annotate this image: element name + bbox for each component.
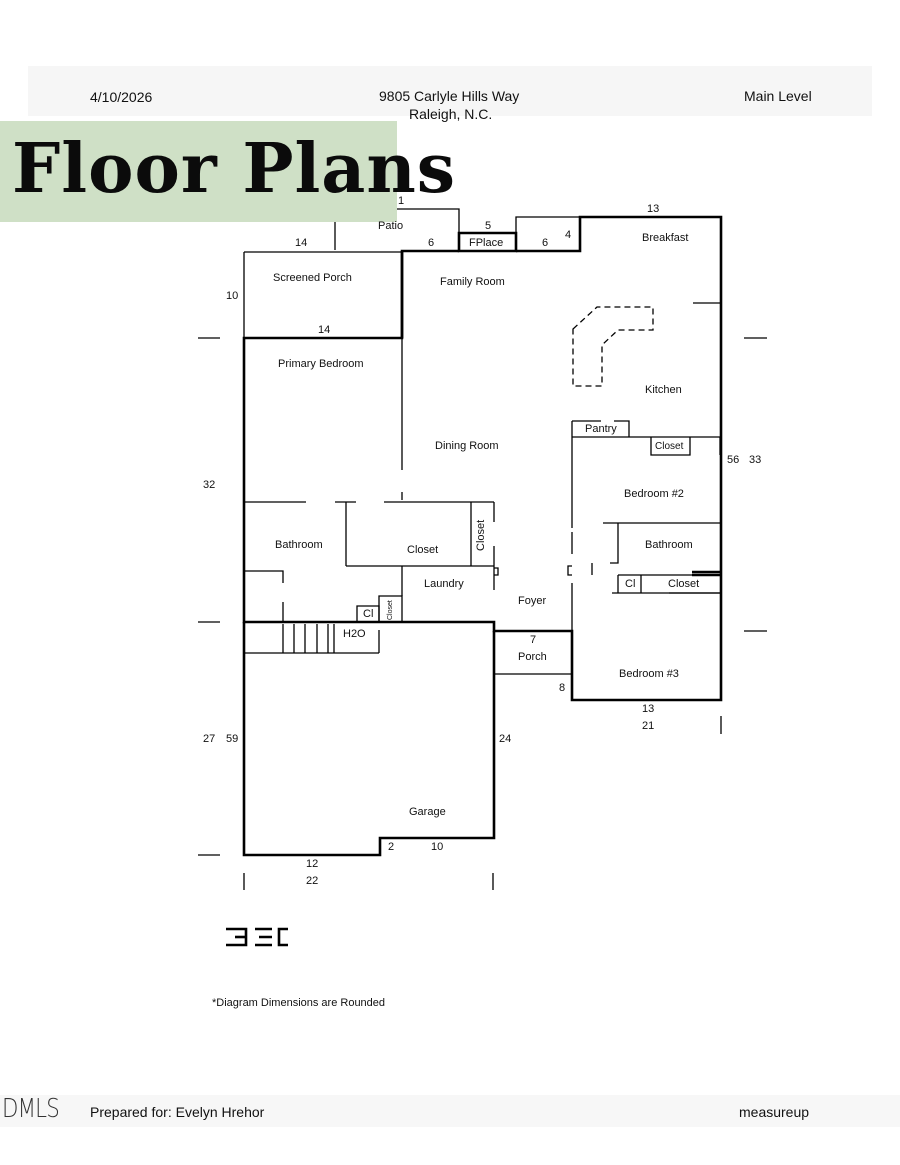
header-level: Main Level [744, 88, 812, 104]
dimension-10-bottom: 10 [431, 841, 444, 853]
room-label-bedroom-3: Bedroom #3 [619, 668, 679, 680]
header-address-line1: 9805 Carlyle Hills Way [379, 88, 520, 104]
room-label-kitchen-closet: Closet [655, 441, 684, 452]
dimension-10-left: 10 [226, 290, 239, 302]
thin-walls [198, 208, 767, 890]
kitchen-island [572, 306, 654, 387]
prepared-for-text: Prepared for: Evelyn Hrehor [90, 1104, 265, 1120]
room-label-bedroom-2: Bedroom #2 [624, 488, 684, 500]
room-label-foyer: Foyer [518, 595, 547, 607]
dimension-5: 5 [485, 220, 492, 232]
room-label-primary-bedroom: Primary Bedroom [278, 358, 364, 370]
dec-logo [226, 927, 288, 947]
room-label-bathroom-left: Bathroom [275, 539, 323, 551]
dimension-56: 56 [727, 454, 740, 466]
room-label-kitchen: Kitchen [645, 384, 682, 396]
room-label-screened-porch: Screened Porch [273, 272, 352, 284]
room-label-cl-left: Cl [363, 608, 374, 620]
room-label-closet-vertical: Closet [475, 519, 487, 551]
brand-text: measureup [739, 1104, 810, 1120]
dimension-27: 27 [203, 733, 216, 745]
dimension-2: 2 [388, 841, 395, 853]
dimension-12: 12 [306, 858, 319, 870]
dimension-4: 4 [565, 229, 572, 241]
dimension-33: 33 [749, 454, 762, 466]
dimension-8: 8 [559, 682, 566, 694]
dimension-14-mid: 14 [318, 324, 331, 336]
room-label-patio: Patio [378, 220, 404, 232]
dimension-14-top: 14 [295, 237, 308, 249]
room-label-closet-small: Closet [387, 600, 394, 620]
dimension-13-top: 13 [647, 203, 660, 215]
header-address-line2: Raleigh, N.C. [409, 106, 493, 122]
dimension-6-a: 6 [428, 237, 435, 249]
room-label-pantry: Pantry [585, 423, 617, 435]
dimension-22: 22 [306, 875, 319, 887]
room-label-fplace: FPlace [469, 237, 504, 249]
room-label-h2o: H2O [343, 628, 366, 640]
floor-plans-banner [0, 121, 397, 222]
room-label-garage: Garage [409, 806, 446, 818]
dimension-6-b: 6 [542, 237, 549, 249]
room-label-cl-right: Cl [625, 578, 636, 590]
dimension-24: 24 [499, 733, 512, 745]
dimension-59: 59 [226, 733, 239, 745]
dimension-13-bottom: 13 [642, 703, 655, 715]
room-label-family-room: Family Room [440, 276, 505, 288]
room-label-closet-main: Closet [407, 544, 439, 556]
dimension-7: 7 [530, 634, 537, 646]
exterior-walls [242, 215, 723, 857]
dimension-32: 32 [203, 479, 216, 491]
dimensions-note: *Diagram Dimensions are Rounded [212, 997, 386, 1009]
dimension-1: 1 [398, 195, 405, 207]
room-label-closet-right: Closet [668, 578, 700, 590]
header-band [28, 66, 872, 116]
room-label-dining-room: Dining Room [435, 440, 499, 452]
room-label-breakfast: Breakfast [642, 232, 689, 244]
room-label-porch: Porch [518, 651, 547, 663]
header-date: 4/10/2026 [90, 89, 153, 105]
room-label-laundry: Laundry [424, 578, 464, 590]
dimension-21: 21 [642, 720, 655, 732]
floor-plans-title: Floor Plans [12, 129, 457, 209]
room-label-bathroom-right: Bathroom [645, 539, 693, 551]
mls-logo: DMLS [2, 1094, 60, 1124]
footer-band [0, 1095, 900, 1127]
